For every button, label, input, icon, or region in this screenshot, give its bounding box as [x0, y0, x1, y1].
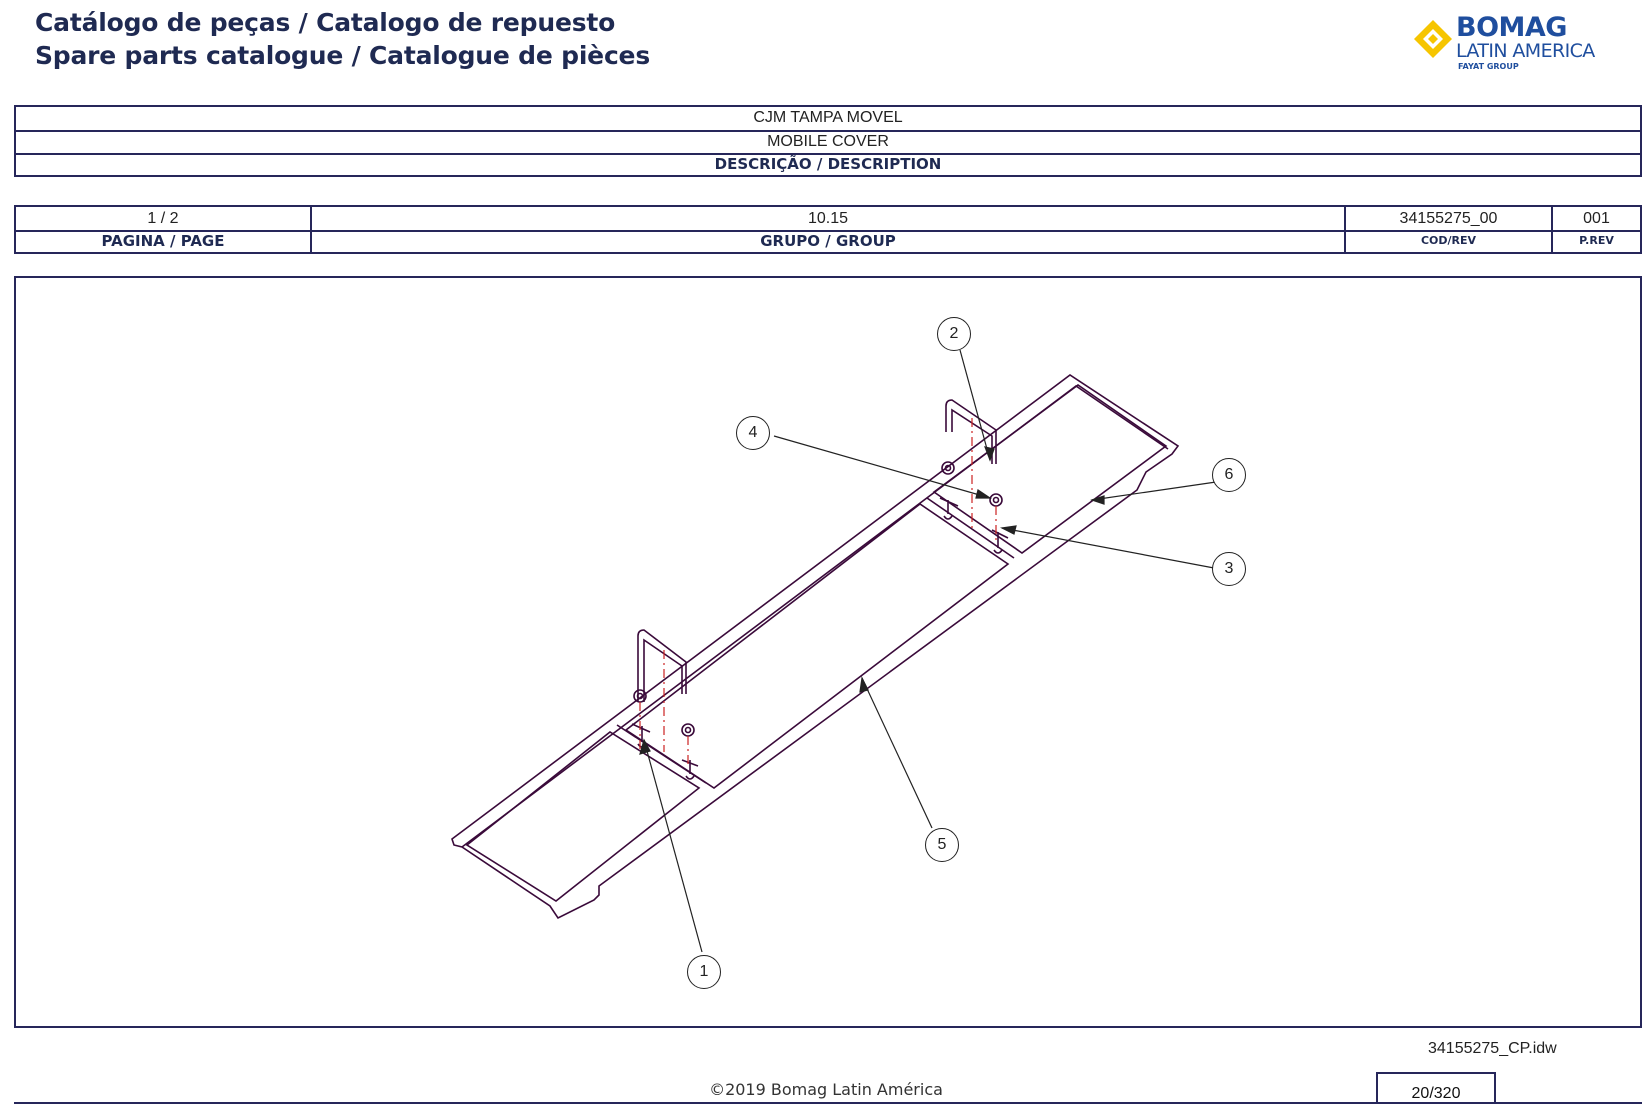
exploded-view-drawing: 1 2 3 4 5 6 — [14, 276, 1642, 1028]
callout-6-label: 6 — [1224, 466, 1234, 483]
logo-group: FAYAT GROUP — [1458, 62, 1519, 71]
group-label: GRUPO / GROUP — [760, 232, 896, 250]
callout-6: 6 — [1212, 458, 1246, 492]
catalog-title-line2: Spare parts catalogue / Catalogue de piè… — [35, 41, 650, 70]
info-table: 1 / 2 PAGINA / PAGE 10.15 GRUPO / GROUP … — [14, 205, 1642, 254]
prev-label: P.REV — [1579, 234, 1614, 247]
mobile-cover-drawing — [451, 349, 1217, 953]
page-number: 20/320 — [1411, 1085, 1461, 1102]
prev-cell: 001 P.REV — [1553, 207, 1640, 252]
drawing-file-name: 34155275_CP.idw — [1428, 1040, 1557, 1057]
callout-3: 3 — [1212, 552, 1246, 586]
callout-2: 2 — [937, 317, 971, 351]
group-cell: 10.15 GRUPO / GROUP — [312, 207, 1346, 252]
callout-1-label: 1 — [699, 963, 709, 980]
callout-5: 5 — [925, 828, 959, 862]
description-table: CJM TAMPA MOVEL MOBILE COVER DESCRIÇÃO /… — [14, 105, 1642, 177]
callout-2-label: 2 — [949, 325, 959, 342]
cod-label: COD/REV — [1420, 234, 1477, 247]
copyright-text: ©2019 Bomag Latin América — [709, 1080, 943, 1099]
callout-4-label: 4 — [748, 424, 758, 441]
page-value: 1 / 2 — [16, 207, 310, 232]
bomag-logo: BOMAG LATIN AMERICA FAYAT GROUP — [1412, 12, 1602, 74]
callout-1: 1 — [687, 955, 721, 989]
page-cell: 1 / 2 PAGINA / PAGE — [16, 207, 312, 252]
bomag-diamond-icon — [1414, 20, 1452, 58]
description-label: DESCRIÇÃO / DESCRIPTION — [714, 155, 942, 173]
callout-4: 4 — [736, 416, 770, 450]
catalog-title-line1: Catálogo de peças / Catalogo de repuesto — [35, 8, 616, 37]
logo-brand: BOMAG — [1456, 12, 1567, 43]
cod-value: 34155275_00 — [1346, 207, 1551, 232]
cover-frame — [451, 374, 1180, 920]
logo-subtitle: LATIN AMERICA — [1456, 40, 1595, 62]
description-name-pt: CJM TAMPA MOVEL — [16, 107, 1640, 132]
page-number-box: 20/320 — [1376, 1072, 1496, 1102]
cod-cell: 34155275_00 COD/REV — [1346, 207, 1553, 252]
assembly-centerlines — [639, 418, 997, 766]
callout-3-label: 3 — [1224, 560, 1234, 577]
footer-divider — [14, 1102, 1642, 1104]
group-value: 10.15 — [312, 207, 1344, 232]
description-name-en: MOBILE COVER — [16, 130, 1640, 155]
callout-leaders — [639, 349, 1217, 953]
page-label: PAGINA / PAGE — [101, 232, 225, 250]
prev-value: 001 — [1553, 207, 1640, 232]
callout-5-label: 5 — [937, 836, 947, 853]
